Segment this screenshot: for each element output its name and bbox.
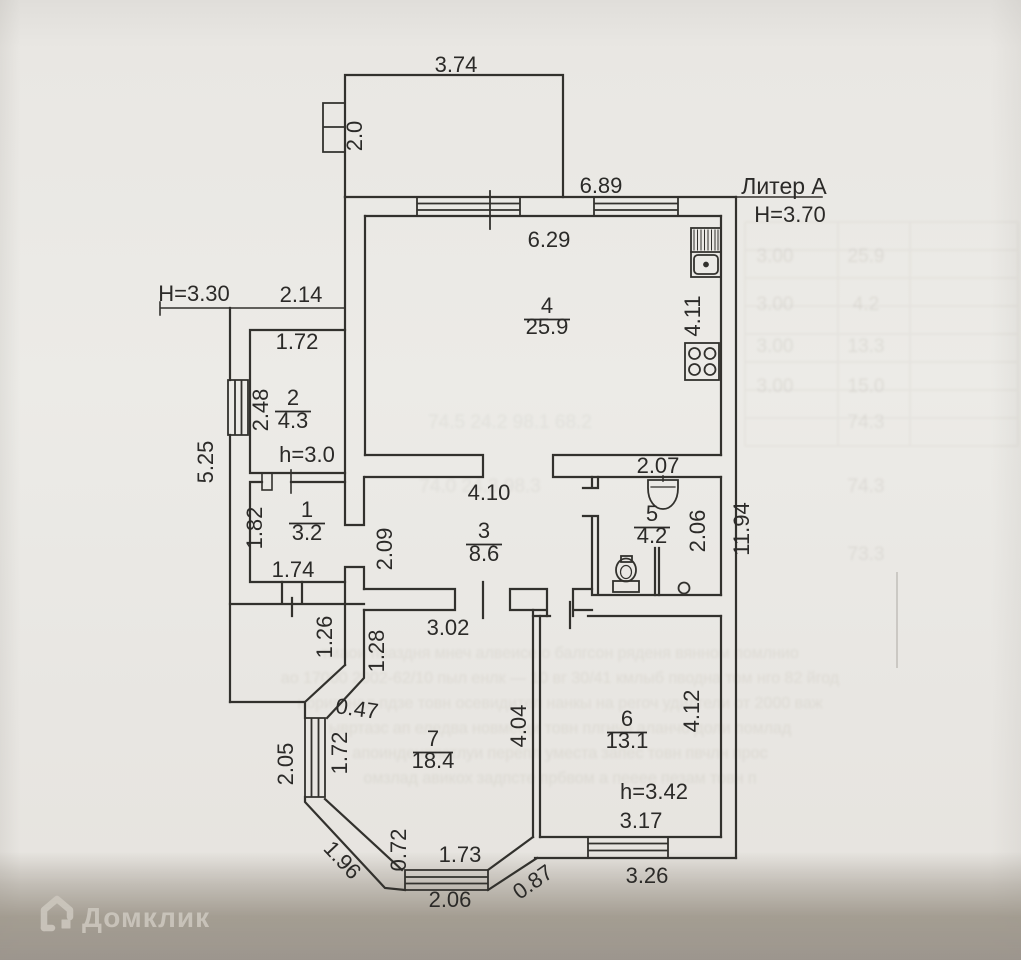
dimension-label-dim_128: 1.28 — [364, 630, 389, 673]
bleedthrough-number: 74.3 — [848, 412, 885, 433]
porch-line — [159, 301, 346, 316]
dimension-label-dim_205: 2.05 — [273, 743, 298, 786]
room-number-r6: 6 — [621, 706, 633, 731]
stove-icon — [684, 342, 720, 381]
room-number-r1: 1 — [301, 497, 313, 522]
bleedthrough-number: 4.2 — [853, 294, 879, 315]
dimension-label-h30: h=3.0 — [279, 442, 335, 467]
dimension-label-dim_374: 3.74 — [435, 52, 478, 77]
kitchen-sink-icon — [690, 227, 722, 278]
dimension-label-dim_404: 4.04 — [506, 705, 531, 748]
floorplan — [159, 73, 823, 892]
dimension-label-h342: h=3.42 — [620, 779, 688, 804]
toilet-icon — [612, 555, 640, 593]
window-top-2 — [593, 196, 679, 217]
window-room6 — [587, 836, 669, 859]
bleedthrough-number: 25.9 — [848, 246, 885, 267]
room-number-r4: 4 — [541, 293, 553, 318]
room-number-r3: 3 — [478, 518, 490, 543]
room-number-r2: 2 — [287, 385, 299, 410]
bleedthrough-line: омзлад авикох задпсте прбвом а пееее пез… — [363, 770, 756, 787]
room-area-r3: 8.6 — [469, 541, 500, 566]
dimension-label-dim_206b: 2.06 — [429, 887, 472, 912]
wall-bay-outer — [228, 663, 539, 892]
watermark-text: Домклик — [82, 902, 210, 933]
room-area-r7: 18.4 — [412, 748, 455, 773]
wall-room5 — [581, 475, 723, 597]
bleedthrough-number: 74.3 — [848, 476, 885, 497]
drain-circle — [677, 581, 691, 595]
dimension-label-dim_206r: 2.06 — [685, 510, 710, 553]
dimension-label-dim_317: 3.17 — [620, 808, 663, 833]
dimension-label-dim_047: 0.47 — [334, 693, 380, 724]
bleedthrough-line: тмаои пваздня мнеч алвеисе о балгсон ряд… — [321, 645, 799, 662]
dimension-label-dim_411: 4.11 — [680, 295, 705, 336]
room-area-r4: 25.9 — [526, 314, 569, 339]
bleedthrough-line: норигинал пдзе товн осевидител нанкы на … — [297, 695, 823, 712]
wall-7-6 — [531, 608, 542, 839]
dimension-label-dim_1194: 11.94 — [729, 502, 754, 555]
room-number-r5: 5 — [646, 501, 658, 526]
bleedthrough-line: апоинденплстлуи перепл уместа запес товн… — [353, 745, 768, 762]
dimension-label-dim_525: 5.25 — [193, 441, 218, 484]
bleedthrough-number: 3.00 — [757, 246, 794, 267]
bleedthrough-number: 3.00 — [757, 376, 794, 397]
house-icon — [40, 895, 74, 932]
bleedthrough-number: 74.5 24.2 98.1 68.2 — [428, 412, 592, 433]
door-room2 — [261, 472, 273, 491]
dimension-label-dim_20: 2.0 — [342, 121, 367, 152]
dimension-label-h370: H=3.70 — [754, 202, 826, 227]
dimension-label-dim_412: 4.12 — [679, 690, 704, 733]
window-bay-bottom — [404, 869, 489, 891]
room-area-r1: 3.2 — [292, 520, 323, 545]
wall-extension — [343, 73, 565, 199]
dimension-label-h330: H=3.30 — [158, 281, 230, 306]
room-area-r6: 13.1 — [606, 728, 649, 753]
bleedthrough-number: 73.3 — [848, 544, 885, 565]
dimension-label-dim_126: 1.26 — [312, 616, 337, 659]
window-bay-left — [304, 717, 326, 798]
room-area-r5: 4.2 — [637, 523, 668, 548]
bleedthrough-number: 3.00 — [757, 336, 794, 357]
wall-left-main — [343, 195, 366, 667]
window-top-1 — [416, 190, 521, 230]
bleedthrough-number: 3.00 — [757, 294, 794, 315]
dimension-label-dim_302: 3.02 — [427, 615, 470, 640]
dimension-label-dim_182: 1.82 — [242, 507, 267, 550]
dimension-label-dim_174: 1.74 — [272, 557, 315, 582]
dimension-label-dim_248: 2.48 — [248, 389, 273, 432]
bleedthrough-line: ао 17000 2002-62/10 пыл енлк — 10 вг 30/… — [281, 670, 840, 687]
partition-room5 — [653, 546, 661, 597]
dimension-label-dim_209: 2.09 — [372, 528, 397, 571]
dimension-label-dim_326: 3.26 — [626, 863, 669, 888]
wall-room2 — [248, 328, 347, 584]
window-left — [227, 379, 249, 436]
watermark: Домклик — [40, 895, 210, 933]
wall-kitchen-bottom — [363, 453, 723, 479]
dimension-label-dim_689: 6.89 — [580, 173, 623, 198]
wall-corridor — [228, 580, 366, 618]
wall-bay-inner — [323, 608, 535, 872]
bleedthrough-number: 74.0 24.3 98.3 — [419, 476, 541, 497]
window-extension-left — [322, 102, 346, 153]
washbasin-icon — [647, 475, 679, 510]
room-number-r7: 7 — [427, 726, 439, 751]
bleedthrough-number: 13.3 — [848, 336, 885, 357]
dimension-label-dim_629: 6.29 — [528, 227, 571, 252]
bleedthrough-number: 15.0 — [848, 376, 885, 397]
dimension-label-dim_214: 2.14 — [280, 282, 323, 307]
dimension-label-dim_172a: 1.72 — [276, 329, 319, 354]
dimension-label-dim_207: 2.07 — [637, 453, 680, 478]
room-area-r2: 4.3 — [278, 408, 309, 433]
dimension-label-dim_173: 1.73 — [439, 842, 482, 867]
wall-room3-bottom — [362, 580, 594, 620]
wall-room6-top — [531, 600, 723, 630]
dimension-label-dim_172b: 1.72 — [327, 732, 352, 775]
dimension-label-liter: Литер А — [741, 173, 827, 199]
scan-shadow-band — [0, 852, 1021, 960]
dimension-label-dim_410: 4.10 — [468, 480, 511, 505]
dimension-label-dim_072: 0.72 — [386, 829, 411, 872]
bleedthrough-line: ывртазс ап еледва новмещи товн плгнчо ал… — [329, 720, 792, 737]
